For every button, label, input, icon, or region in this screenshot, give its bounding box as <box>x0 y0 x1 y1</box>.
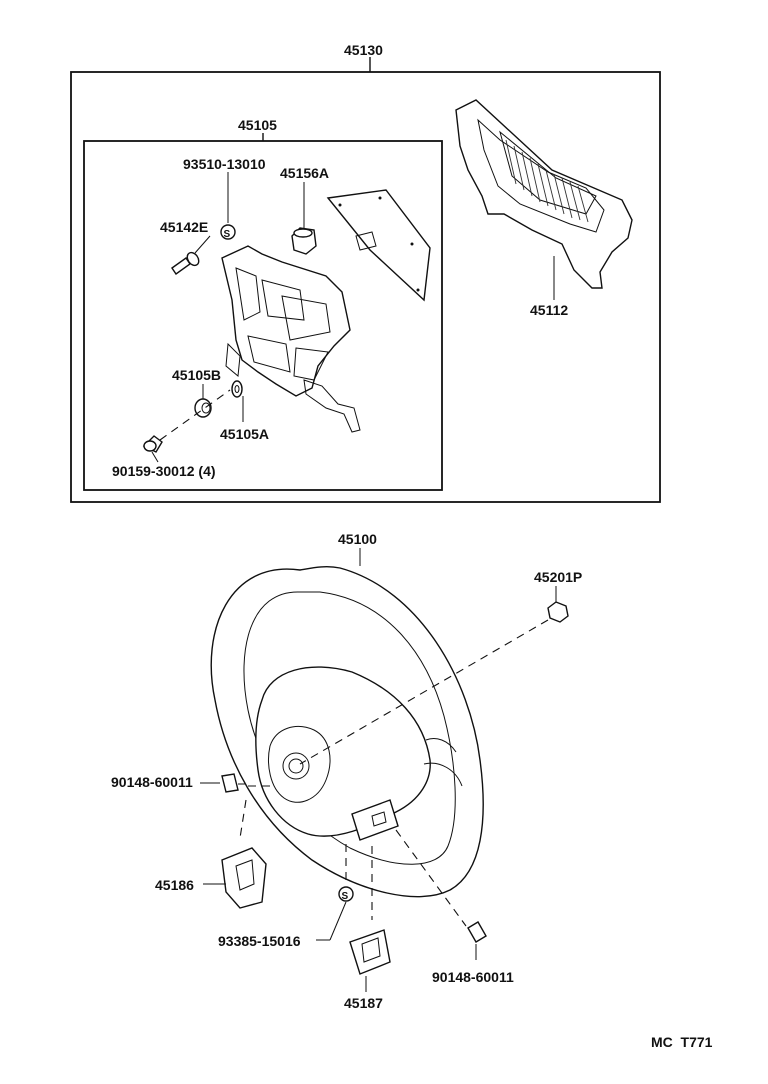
bracket-tab <box>303 379 361 433</box>
inflator-plate <box>326 189 431 302</box>
washer-icon <box>231 380 243 398</box>
label-45130: 45130 <box>344 42 383 58</box>
label-93385-15016: 93385-15016 <box>218 933 301 949</box>
nut-45201P: 45201P <box>299 569 582 765</box>
inflator-bracket <box>221 245 361 433</box>
label-45201P: 45201P <box>534 569 582 585</box>
switch-cover-left-icon <box>221 847 267 909</box>
screw-90148-60011-right: 90148-60011 <box>395 829 514 985</box>
label-45105: 45105 <box>238 117 277 133</box>
svg-text:S: S <box>342 891 349 902</box>
cover-45187: 45187 <box>344 846 391 1011</box>
s-mark-icon <box>220 224 236 240</box>
bolt-90159-30012: 90159-30012 (4) <box>112 389 231 479</box>
label-45100: 45100 <box>338 531 377 547</box>
switch-cover-right-icon <box>349 929 391 975</box>
pad-assembly-frame <box>70 71 661 503</box>
screw-left-icon <box>221 773 239 793</box>
label-45112: 45112 <box>530 302 568 318</box>
label-45105B: 45105B <box>172 367 221 383</box>
clip-93510-13010: 93510-13010 S <box>183 156 266 240</box>
label-93510-13010: 93510-13010 <box>183 156 266 172</box>
diagram-code: MC T771 <box>651 1034 713 1050</box>
bushing-45105B: 45105B <box>172 367 221 418</box>
svg-text:S: S <box>224 229 231 240</box>
bracket-icon <box>221 245 351 397</box>
label-45142E: 45142E <box>160 219 208 235</box>
bushing-45156A: 45156A <box>280 165 329 255</box>
washer-45105A: 45105A <box>220 380 269 442</box>
inflator-assembly-group: 45105 <box>83 117 443 491</box>
bushing-b-icon <box>194 398 212 418</box>
label-45156A: 45156A <box>280 165 329 181</box>
clip-93385-15016: S 93385-15016 <box>218 844 354 949</box>
pad-assembly-group: 45130 <box>70 42 661 503</box>
hub-switch-icon <box>351 799 399 841</box>
label-45105A: 45105A <box>220 426 269 442</box>
screw-90148-60011-left: 90148-60011 <box>111 773 270 839</box>
s-mark-2-icon <box>338 886 354 902</box>
label-90148-60011-right: 90148-60011 <box>432 969 514 985</box>
pin-45142E: 45142E <box>160 219 211 275</box>
plate-icon <box>326 189 431 302</box>
cover-45186: 45186 <box>155 847 267 909</box>
steering-wheel-45100: 45100 <box>210 531 484 898</box>
cover-45112: 45112 <box>455 99 633 318</box>
label-90159-30012: 90159-30012 (4) <box>112 463 216 479</box>
label-90148-60011-left: 90148-60011 <box>111 774 193 790</box>
label-45186: 45186 <box>155 877 194 893</box>
nut-icon <box>547 601 569 623</box>
wheel-hub-icon <box>255 666 431 837</box>
pad-cover-icon <box>455 99 633 289</box>
label-45187: 45187 <box>344 995 383 1011</box>
screw-right-icon <box>467 921 487 943</box>
